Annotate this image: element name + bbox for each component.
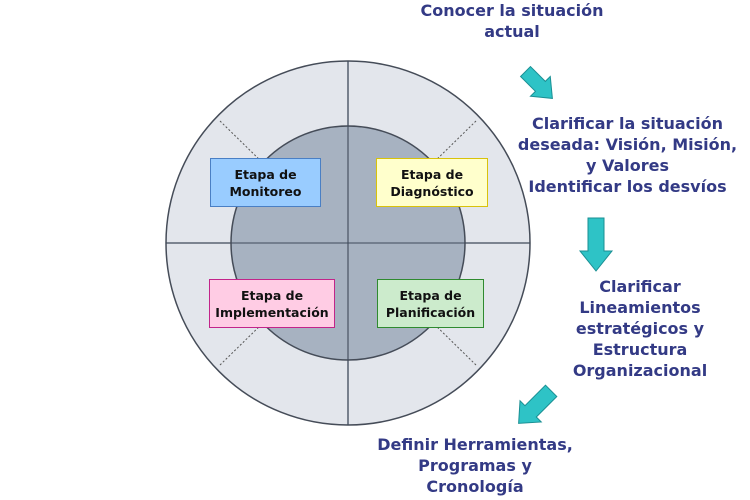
step-conocer-situacion-actual: Conocer la situación actual bbox=[420, 1, 604, 41]
step-definir-herramientas: Definir Herramientas, Programas y Cronol… bbox=[377, 435, 573, 496]
stage-box-implementacion: Etapa de Implementación bbox=[209, 279, 335, 328]
step-clarificar-lineamientos: Clarificar Lineamientos estratégicos y E… bbox=[572, 277, 708, 380]
step-clarificar-situacion-deseada: Clarificar la situación deseada: Visión,… bbox=[517, 114, 738, 196]
arrow-shape bbox=[519, 65, 553, 99]
arrow-to-lineamientos bbox=[578, 217, 614, 272]
arrow-shape bbox=[518, 384, 558, 424]
arrow-shape bbox=[578, 217, 614, 272]
arrow-to-situacion-deseada bbox=[519, 65, 553, 99]
stage-box-monitoreo: Etapa de Monitoreo bbox=[210, 158, 321, 207]
arrow-to-herramientas bbox=[518, 384, 558, 424]
stage-box-planificacion: Etapa de Planificación bbox=[377, 279, 484, 328]
stage-box-diagnostico: Etapa de Diagnóstico bbox=[376, 158, 488, 207]
